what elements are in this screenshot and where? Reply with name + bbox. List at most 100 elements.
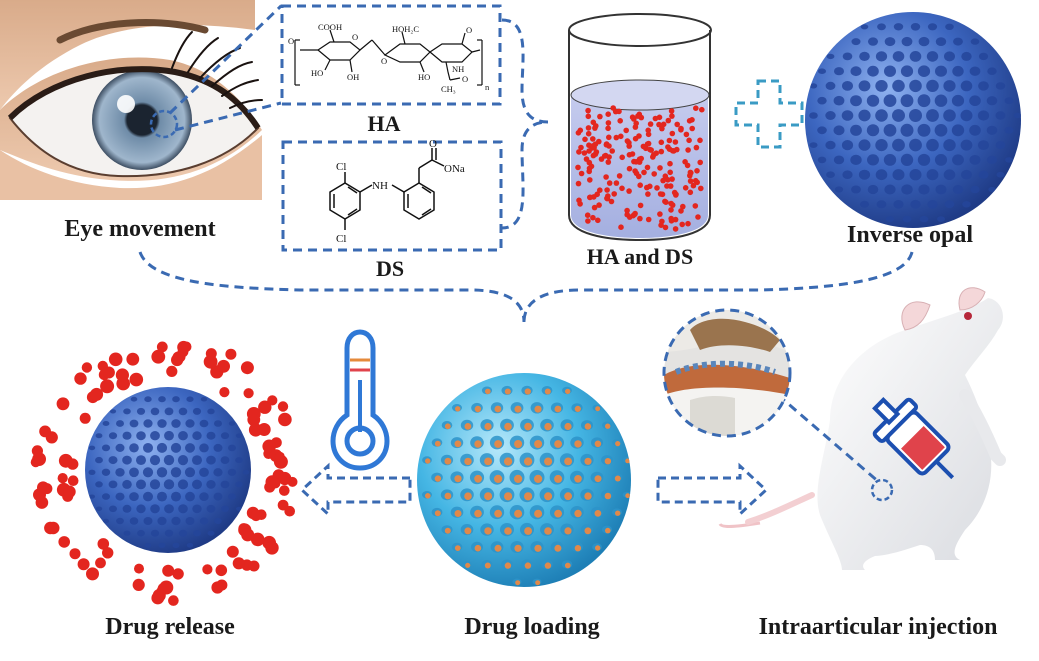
pore: [116, 517, 124, 525]
pore: [185, 491, 195, 502]
drug-dot: [657, 165, 663, 171]
drug-dot: [624, 207, 630, 214]
pore: [809, 83, 818, 89]
loaded-drug-dot: [494, 544, 502, 552]
ha-atom-ch3: CH₃: [441, 84, 456, 94]
pore: [193, 530, 201, 537]
drug-dot: [665, 144, 671, 150]
drug-dot: [616, 108, 622, 115]
drug-dot: [669, 130, 676, 137]
pore: [213, 443, 223, 452]
pore: [123, 530, 131, 536]
loaded-drug-dot: [484, 527, 492, 535]
drug-dot: [657, 191, 664, 197]
released-drug-dot: [180, 341, 192, 353]
pore: [969, 124, 981, 136]
pore: [158, 542, 166, 548]
drug-dot: [673, 192, 679, 198]
pore: [150, 407, 160, 416]
released-drug-particles: [30, 340, 298, 606]
loaded-drug-dot: [574, 545, 582, 552]
pore: [149, 479, 161, 490]
loaded-drug-dot: [454, 510, 462, 517]
drug-dot: [668, 215, 674, 222]
drug-loading-sphere: [417, 373, 631, 587]
drug-dot: [690, 182, 697, 189]
loaded-drug-dot: [484, 422, 492, 431]
loaded-drug-dot: [604, 492, 612, 500]
pore: [129, 467, 139, 478]
drug-dot: [626, 143, 632, 149]
pore: [893, 200, 904, 209]
released-drug-dot: [134, 563, 144, 574]
drug-dot: [633, 170, 640, 177]
pore: [935, 37, 947, 46]
loaded-drug-dot: [494, 405, 502, 413]
pore: [860, 24, 869, 30]
pore: [902, 215, 912, 223]
drug-dot: [606, 143, 612, 149]
pore: [917, 153, 931, 166]
pore: [937, 216, 945, 223]
released-drug-dot: [226, 545, 239, 558]
pore: [150, 529, 160, 537]
loaded-drug-dot: [574, 475, 582, 483]
drug-dot: [637, 202, 644, 209]
drug-dot: [645, 216, 652, 223]
pore: [960, 109, 973, 122]
released-drug-dot: [262, 439, 277, 454]
drug-dot: [682, 159, 688, 165]
released-drug-dot: [95, 557, 106, 569]
released-drug-dot: [86, 567, 99, 581]
pore: [122, 504, 132, 513]
pore: [136, 479, 146, 490]
arrow-right-icon: [656, 462, 769, 518]
pore: [102, 421, 110, 426]
pore: [909, 138, 922, 152]
pore: [960, 139, 973, 151]
pore: [875, 169, 888, 181]
pore: [108, 456, 118, 465]
drug-dot: [682, 185, 689, 191]
pore: [825, 140, 836, 150]
ha-atom-ho1: HO: [311, 68, 323, 78]
drug-dot: [609, 148, 615, 154]
loaded-drug-dot: [534, 440, 543, 448]
drug-release-sphere: [30, 340, 298, 606]
pore: [130, 396, 138, 402]
pore: [200, 396, 208, 402]
loaded-drug-dot: [564, 422, 572, 431]
pore: [987, 155, 997, 164]
pore: [95, 506, 103, 512]
pore: [883, 124, 897, 137]
pore: [892, 109, 905, 122]
thermometer-icon: [330, 329, 390, 471]
loaded-drug-dot: [504, 388, 511, 395]
loaded-drug-dot: [514, 440, 523, 448]
drug-dot: [692, 177, 699, 184]
pore: [95, 456, 103, 464]
pore: [170, 442, 182, 453]
pore: [108, 480, 118, 489]
drug-dot: [585, 218, 591, 224]
drug-dot: [637, 182, 643, 188]
pore: [143, 491, 153, 502]
pore: [926, 138, 939, 152]
released-drug-dot: [258, 400, 272, 414]
drug-dot: [590, 214, 596, 221]
label-ha-and-ds: HA and DS: [587, 244, 693, 269]
pore: [116, 420, 124, 427]
pore: [934, 94, 948, 107]
drug-dot: [697, 137, 703, 144]
released-drug-dot: [250, 510, 262, 522]
released-drug-dot: [284, 505, 296, 517]
drug-dot: [617, 118, 623, 124]
loaded-drug-dot: [564, 457, 572, 466]
pore: [171, 491, 181, 502]
drug-dot: [686, 137, 692, 144]
pore: [214, 420, 222, 427]
drug-dot: [578, 170, 585, 177]
loaded-drug-dot: [504, 422, 512, 431]
released-drug-dot: [100, 379, 115, 394]
